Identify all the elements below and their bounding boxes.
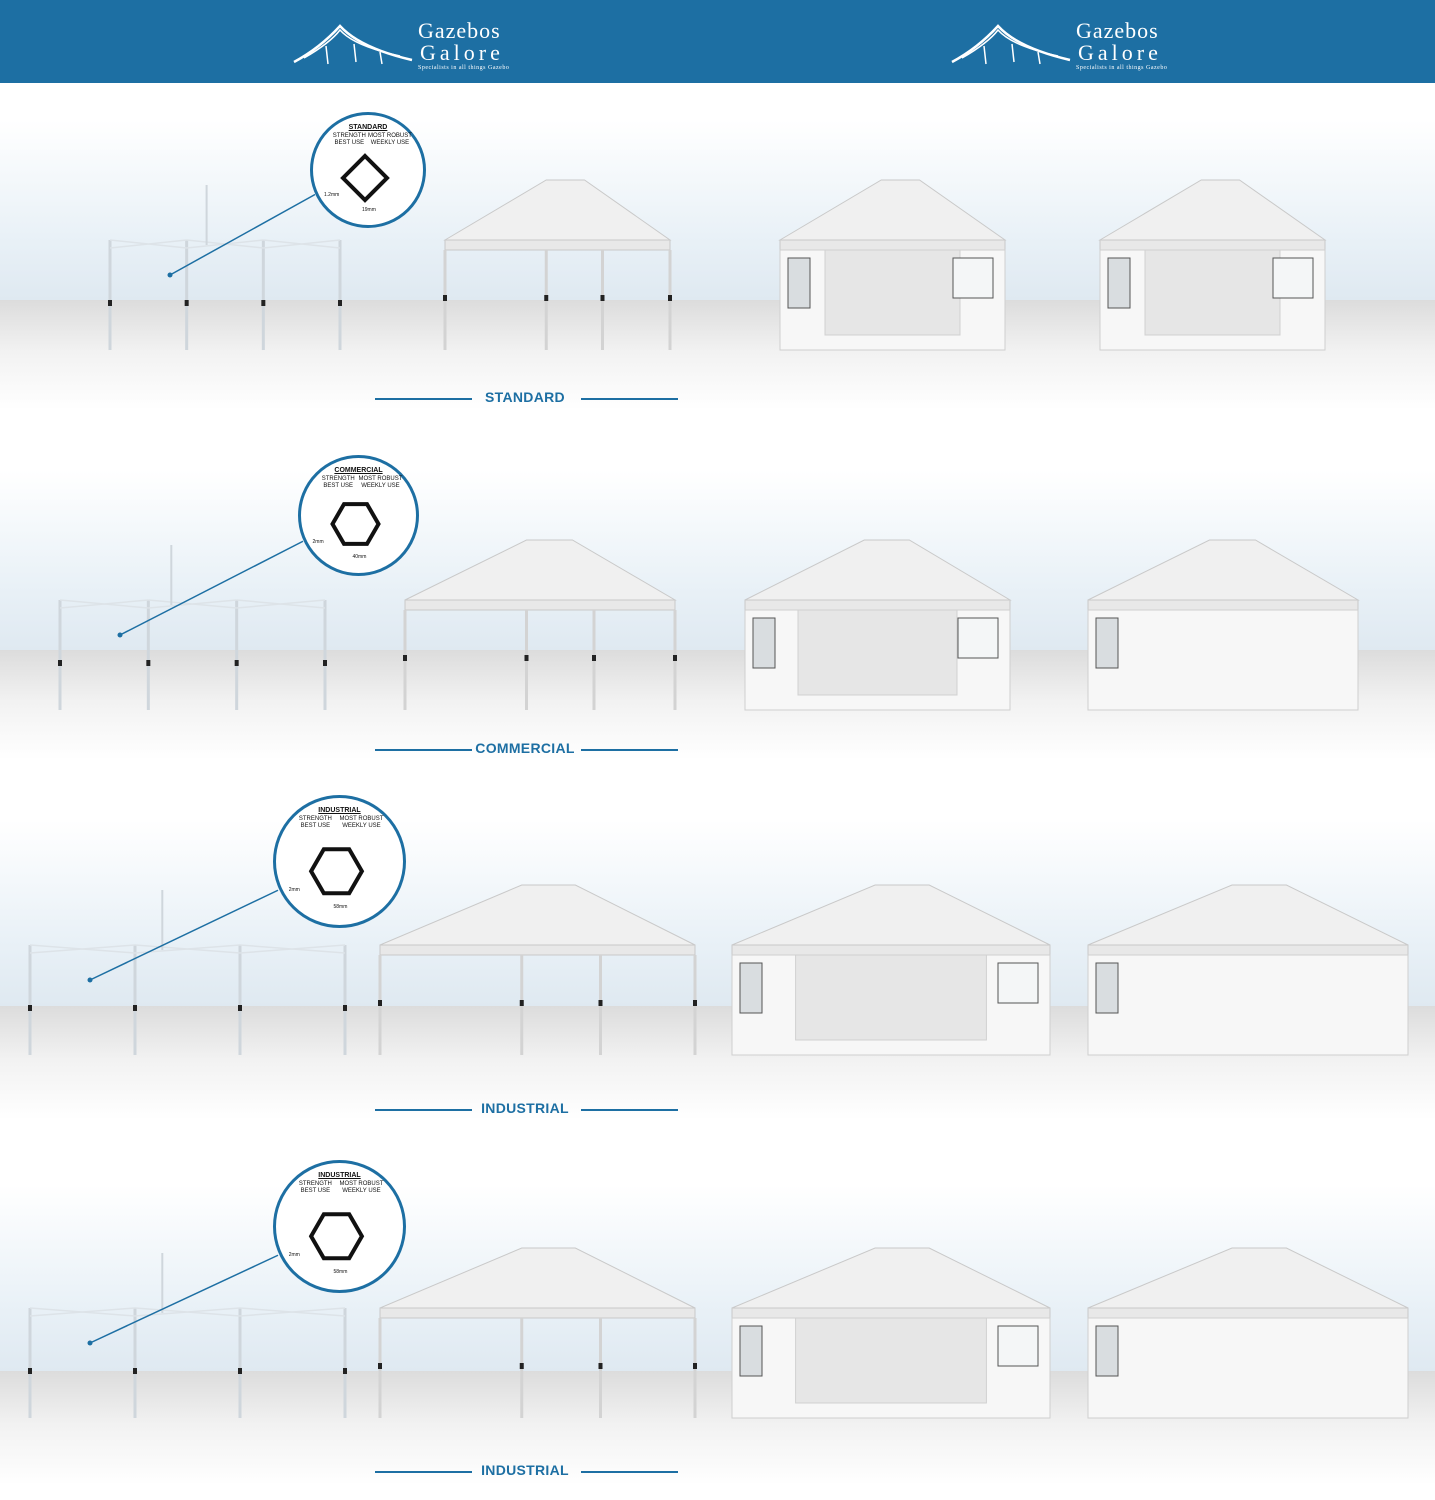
label-rule-right: [581, 1471, 678, 1473]
badge-dim-width: 19mm: [362, 207, 376, 213]
leader-dot: [167, 272, 173, 278]
leader-line: [89, 889, 279, 981]
section-illustrations: [28, 1247, 1409, 1419]
leader-line: [89, 1254, 279, 1344]
gazebo-three-walls-illustration: [744, 539, 1012, 711]
brand-name-line2: Galore: [420, 40, 504, 65]
badge-title: INDUSTRIAL: [318, 807, 361, 814]
badge-dim-thickness: 2mm: [288, 886, 300, 893]
section-illustrations: [28, 884, 1409, 1056]
section-label-text: INDUSTRIAL: [481, 1100, 569, 1116]
hexagon-profile-icon: [330, 502, 381, 546]
leader-dot: [87, 977, 93, 983]
badge-col-robust: MOST ROBUST WEEKLY USE: [358, 476, 403, 489]
badge-title: COMMERCIAL: [334, 467, 383, 474]
label-rule-left: [375, 749, 472, 751]
badge-dim-thickness: 1.2mm: [324, 192, 340, 198]
section-label-text: INDUSTRIAL: [481, 1462, 569, 1478]
label-rule-left: [375, 1109, 472, 1111]
leader-dot: [117, 632, 123, 638]
section-label: STANDARD: [370, 389, 680, 409]
leader-line: [169, 193, 316, 276]
gazebo-four-walls-illustration: [1087, 884, 1409, 1056]
label-rule-right: [581, 749, 678, 751]
badge-col-strength: STRENGTH BEST USE: [298, 816, 332, 829]
badge-col-strength: STRENGTH BEST USE: [321, 476, 355, 489]
label-rule-right: [581, 398, 678, 400]
section-illustrations: [108, 179, 1327, 351]
badge-dim-width: 40mm: [352, 554, 367, 560]
brand-name-line1: Gazebos: [418, 18, 501, 43]
badge-title: INDUSTRIAL: [318, 1172, 361, 1179]
label-rule-left: [375, 398, 472, 400]
gazebo-three-walls-illustration: [731, 1247, 1051, 1419]
brand-wordmark: Gazebos Galore Specialists in all things…: [1076, 20, 1167, 72]
frame-illustration: [28, 890, 347, 1055]
logo: Gazebos Galore Specialists in all things…: [948, 18, 1188, 72]
leader-line: [119, 540, 304, 636]
section-label-text: STANDARD: [485, 389, 565, 405]
badge-col-robust: MOST ROBUST WEEKLY USE: [339, 816, 384, 829]
badge-col-strength: STRENGTH BEST USE: [332, 133, 366, 146]
brand-tagline: Specialists in all things Gazebo: [418, 65, 510, 71]
frame-illustration: [58, 545, 327, 710]
badge-dim-width: 58mm: [333, 903, 348, 910]
gazebo-logo-icon: [293, 24, 413, 65]
leader-dot: [87, 1340, 93, 1346]
gazebo-open-canopy-illustration: [378, 1247, 697, 1418]
brand-name-line2: Galore: [1078, 40, 1162, 65]
gazebo-logo-icon: [951, 24, 1071, 65]
brand-name-line1: Gazebos: [1076, 18, 1159, 43]
profile-badge: INDUSTRIAL STRENGTH BEST USE MOST ROBUST W…: [273, 795, 406, 928]
gazebo-open-canopy-illustration: [378, 884, 697, 1055]
hexagon-profile-icon: [308, 1212, 365, 1261]
brand-tagline: Specialists in all things Gazebo: [1076, 65, 1168, 71]
hexagon-profile-icon: [308, 847, 365, 896]
gazebo-four-walls-illustration: [1087, 539, 1360, 711]
label-rule-right: [581, 1109, 678, 1111]
badge-title: STANDARD: [348, 124, 388, 131]
gazebo-three-walls-illustration: [778, 179, 1007, 351]
gazebo-open-canopy-illustration: [403, 539, 677, 710]
gazebo-three-walls-illustration: [1098, 179, 1327, 351]
square-profile-icon: [340, 153, 390, 203]
section-label: INDUSTRIAL: [370, 1462, 680, 1482]
badge-dim-width: 58mm: [333, 1268, 348, 1275]
frame-illustration: [108, 185, 342, 350]
badge-dim-thickness: 2mm: [288, 1251, 300, 1258]
frame-illustration: [28, 1253, 347, 1418]
badge-dim-thickness: 2mm: [312, 538, 324, 545]
header-banner: Gazebos Galore Specialists in all things…: [0, 0, 1435, 83]
section-label: COMMERCIAL: [370, 740, 680, 760]
profile-badge: INDUSTRIAL STRENGTH BEST USE MOST ROBUST W…: [273, 1160, 406, 1293]
gazebo-open-canopy-illustration: [443, 179, 672, 350]
gazebo-three-walls-illustration: [731, 884, 1051, 1056]
brand-wordmark: Gazebos Galore Specialists in all things…: [418, 20, 509, 72]
label-rule-left: [375, 1471, 472, 1473]
badge-col-robust: MOST ROBUST WEEKLY USE: [368, 133, 412, 146]
section-label: INDUSTRIAL: [370, 1100, 680, 1120]
badge-col-robust: MOST ROBUST WEEKLY USE: [339, 1181, 384, 1194]
section-illustrations: [58, 539, 1360, 711]
section-label-text: COMMERCIAL: [475, 740, 575, 756]
logo: Gazebos Galore Specialists in all things…: [290, 18, 530, 72]
gazebo-four-walls-illustration: [1087, 1247, 1409, 1419]
badge-col-strength: STRENGTH BEST USE: [298, 1181, 332, 1194]
